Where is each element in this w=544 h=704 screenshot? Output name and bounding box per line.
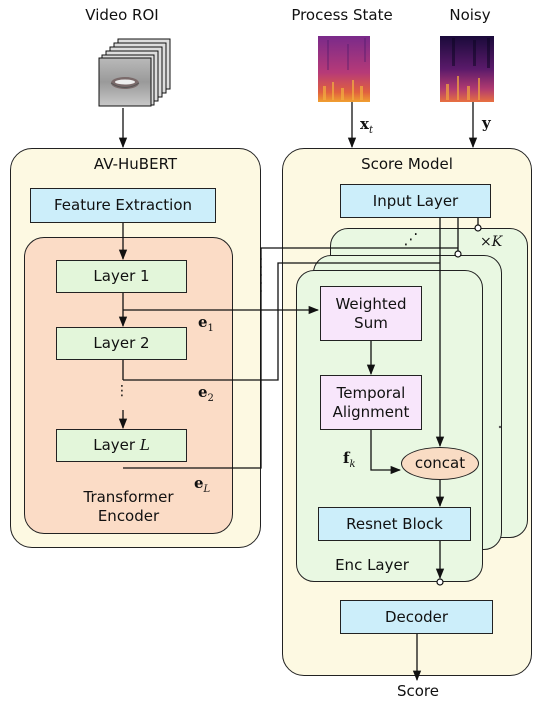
score-output-label: Score <box>396 682 439 700</box>
e2-base: e <box>198 383 208 401</box>
transformer-encoder-label: Transformer Encoder <box>24 488 233 526</box>
encoder-vdots: ⋮ <box>115 383 129 399</box>
e1-sub: 1 <box>207 323 214 334</box>
transformer-encoder-line2: Encoder <box>97 507 160 525</box>
video-roi-label: Video ROI <box>85 6 159 24</box>
decoder-box: Decoder <box>340 600 493 634</box>
temporal-alignment-box: Temporal Alignment <box>320 375 422 430</box>
e2-sub: 2 <box>207 393 214 404</box>
layer-1-box: Layer 1 <box>56 260 187 293</box>
layer-2-box: Layer 2 <box>56 327 187 360</box>
repeat-k-text: ×K <box>480 234 503 250</box>
process-state-spectrogram <box>318 36 370 102</box>
y-label: y <box>482 114 491 132</box>
temporal-alignment-line1: Temporal <box>336 383 406 402</box>
layer-l-box: Layer L <box>56 429 187 462</box>
resnet-block-box: Resnet Block <box>318 507 471 541</box>
concat-node: concat <box>401 447 479 480</box>
xt-sub: t <box>368 125 373 136</box>
temporal-alignment-line2: Alignment <box>332 402 410 421</box>
fk-sub: k <box>349 459 356 470</box>
repeat-k-label: ×K <box>480 232 516 250</box>
noisy-label: Noisy <box>449 6 491 24</box>
el-base: e <box>194 474 204 492</box>
avhubert-title: AV-HuBERT <box>93 155 178 173</box>
score-model-title: Score Model <box>361 155 453 173</box>
stack-dots: ⋰ <box>403 230 419 248</box>
transformer-encoder-line1: Transformer <box>83 488 174 506</box>
layer-l-prefix: Layer <box>93 436 140 454</box>
el-label: eL <box>194 474 224 495</box>
e1-label: e1 <box>198 313 228 334</box>
feature-extraction-box: Feature Extraction <box>30 188 216 223</box>
enc-layer-label: Enc Layer <box>335 556 409 574</box>
el-sub: L <box>203 484 211 495</box>
xt-label: xt <box>360 115 390 136</box>
fk-base: f <box>343 449 350 467</box>
process-state-label: Process State <box>291 6 393 24</box>
input-layer-box: Input Layer <box>340 184 491 218</box>
fk-label: fk <box>343 449 367 470</box>
e1-base: e <box>198 313 208 331</box>
layer-l-var: L <box>139 436 150 454</box>
video-roi-frames <box>98 38 180 108</box>
xt-base: x <box>360 115 369 133</box>
noisy-spectrogram <box>440 36 494 102</box>
weighted-sum-line1: Weighted <box>335 294 407 313</box>
e2-label: e2 <box>198 383 228 404</box>
weighted-sum-box: Weighted Sum <box>320 286 422 341</box>
weighted-sum-line2: Sum <box>354 313 388 332</box>
